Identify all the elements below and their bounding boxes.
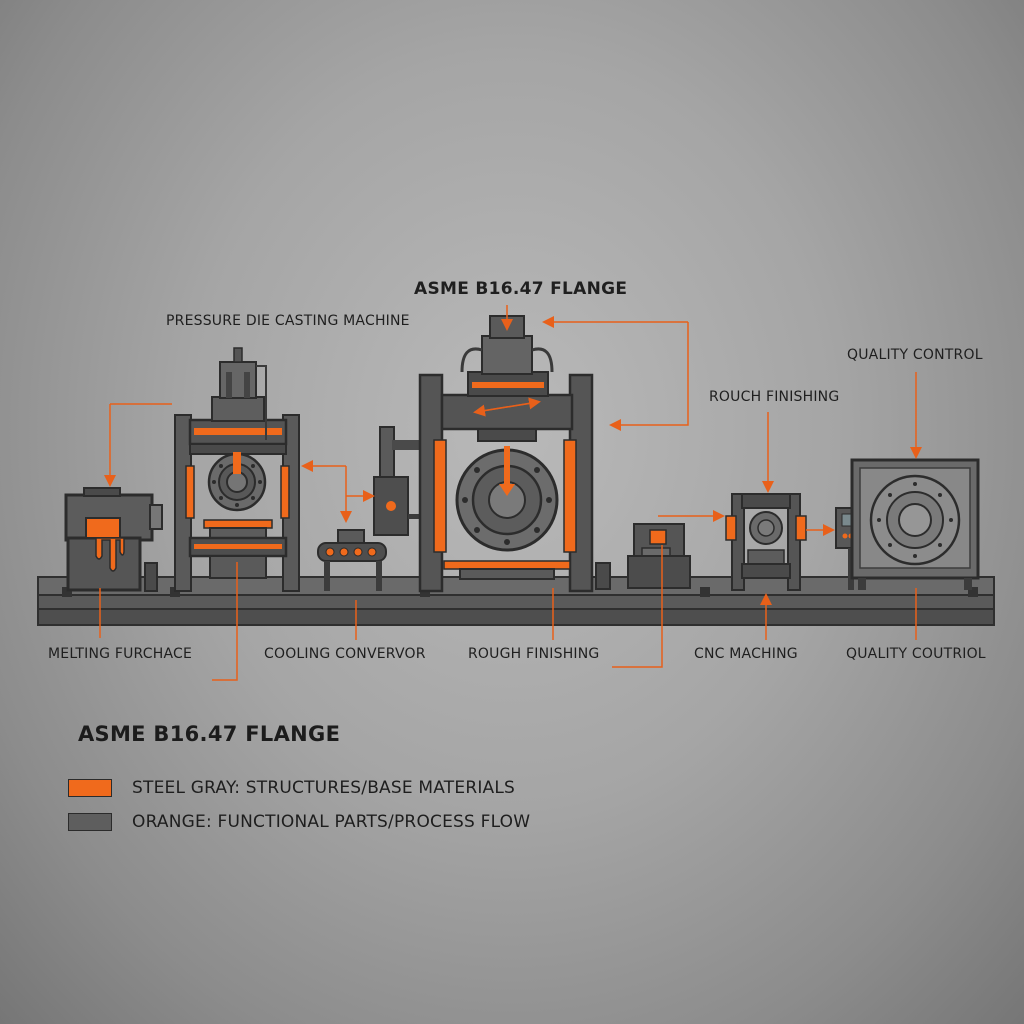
legend-item-steel: STEEL GRAY: STRUCTURES/BASE MATERIALS	[68, 778, 515, 798]
melting-furnace	[64, 487, 163, 592]
label-quality-control-bottom: QUALITY COUTRIOL	[846, 646, 986, 662]
label-quality-control-top: QUALITY CONTROL	[847, 347, 983, 363]
rough-finishing-station	[627, 523, 691, 589]
central-hydraulic-press	[418, 315, 611, 593]
label-asme-flange-top: ASME B16.47 FLANGE	[414, 279, 628, 299]
label-pressure-die-casting: PRESSURE DIE CASTING MACHINE	[166, 313, 410, 329]
cnc-machining-station	[725, 493, 807, 591]
label-rough-finishing: ROUGH FINISHING	[468, 646, 600, 662]
orange-swatch	[68, 779, 112, 797]
legend-label: ORANGE: FUNCTIONAL PARTS/PROCESS FLOW	[132, 812, 531, 832]
label-melting-furnace: MELTING FURCHACE	[48, 646, 193, 662]
injection-unit	[373, 426, 443, 536]
legend-label: STEEL GRAY: STRUCTURES/BASE MATERIALS	[132, 778, 516, 798]
legend-title: ASME B16.47 FLANGE	[78, 722, 341, 746]
label-rouch-finishing: ROUCH FINISHING	[709, 389, 840, 405]
quality-control-station	[835, 458, 980, 590]
cooling-conveyor	[317, 529, 387, 591]
label-cnc-machining: CNC MACHING	[694, 646, 798, 662]
gray-swatch	[68, 813, 112, 831]
base-platform	[37, 576, 995, 626]
pressure-die-casting-machine	[174, 347, 300, 592]
label-cooling-conveyor: COOLING CONVERVOR	[264, 646, 426, 662]
process-flow-arrows	[99, 305, 922, 681]
legend-item-orange: ORANGE: FUNCTIONAL PARTS/PROCESS FLOW	[68, 812, 530, 832]
